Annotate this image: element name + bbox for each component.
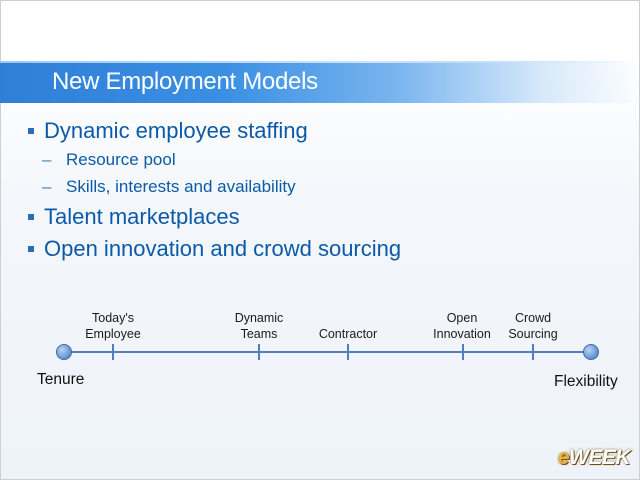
bullet-square-icon [28,214,34,220]
sub-bullet-text: Skills, interests and availability [66,177,296,196]
bullet-square-icon [28,128,34,134]
dash-icon: – [42,150,52,169]
timeline-tick [532,344,534,360]
timeline-end-label: Flexibility [554,373,618,390]
sub-bullet-text: Resource pool [66,150,176,169]
bullet-text: Open innovation and crowd sourcing [44,236,402,261]
timeline-start-label: Tenure [37,371,85,388]
timeline-label-crowd-sourcing: Crowd Sourcing [488,310,578,342]
timeline-tick [347,344,349,360]
bullet-text: Talent marketplaces [44,204,240,229]
dash-icon: – [42,177,52,196]
timeline-label-line: Teams [240,327,278,341]
timeline-label-line: Today's [92,311,134,325]
timeline: Today's Employee Dynamic Teams Contracto… [0,300,640,400]
timeline-label-open-innovation: Open Innovation [417,310,507,342]
sub-bullet-item: – Skills, interests and availability [26,177,606,204]
timeline-label-line [303,310,393,326]
timeline-label-line: Contractor [318,327,378,341]
bullet-item: Dynamic employee staffing [26,118,606,150]
timeline-tick [258,344,260,360]
slide-title: New Employment Models [52,68,318,95]
timeline-label-line: Crowd [514,311,552,325]
timeline-start-dot-icon [56,344,72,360]
bullet-item: Talent marketplaces [26,204,606,236]
bullet-square-icon [28,246,34,252]
timeline-axis-line [63,351,590,353]
timeline-label-dynamic-teams: Dynamic Teams [214,310,304,342]
title-banner: New Employment Models [0,61,640,103]
timeline-tick [112,344,114,360]
sub-bullet-item: – Resource pool [26,150,606,177]
timeline-end-dot-icon [583,344,599,360]
timeline-label-line: Sourcing [508,327,558,341]
timeline-label-line: Innovation [433,327,491,341]
eweek-logo: eWEEK [557,446,631,469]
bullet-list: Dynamic employee staffing – Resource poo… [26,118,606,268]
timeline-label-line: Dynamic [234,311,284,325]
timeline-label-line: Open [446,311,478,325]
timeline-tick [462,344,464,360]
bullet-item: Open innovation and crowd sourcing [26,236,606,268]
timeline-label-todays-employee: Today's Employee [68,310,158,342]
timeline-label-contractor: Contractor [303,310,393,342]
bullet-text: Dynamic employee staffing [44,118,308,143]
timeline-label-line: Employee [85,327,141,341]
